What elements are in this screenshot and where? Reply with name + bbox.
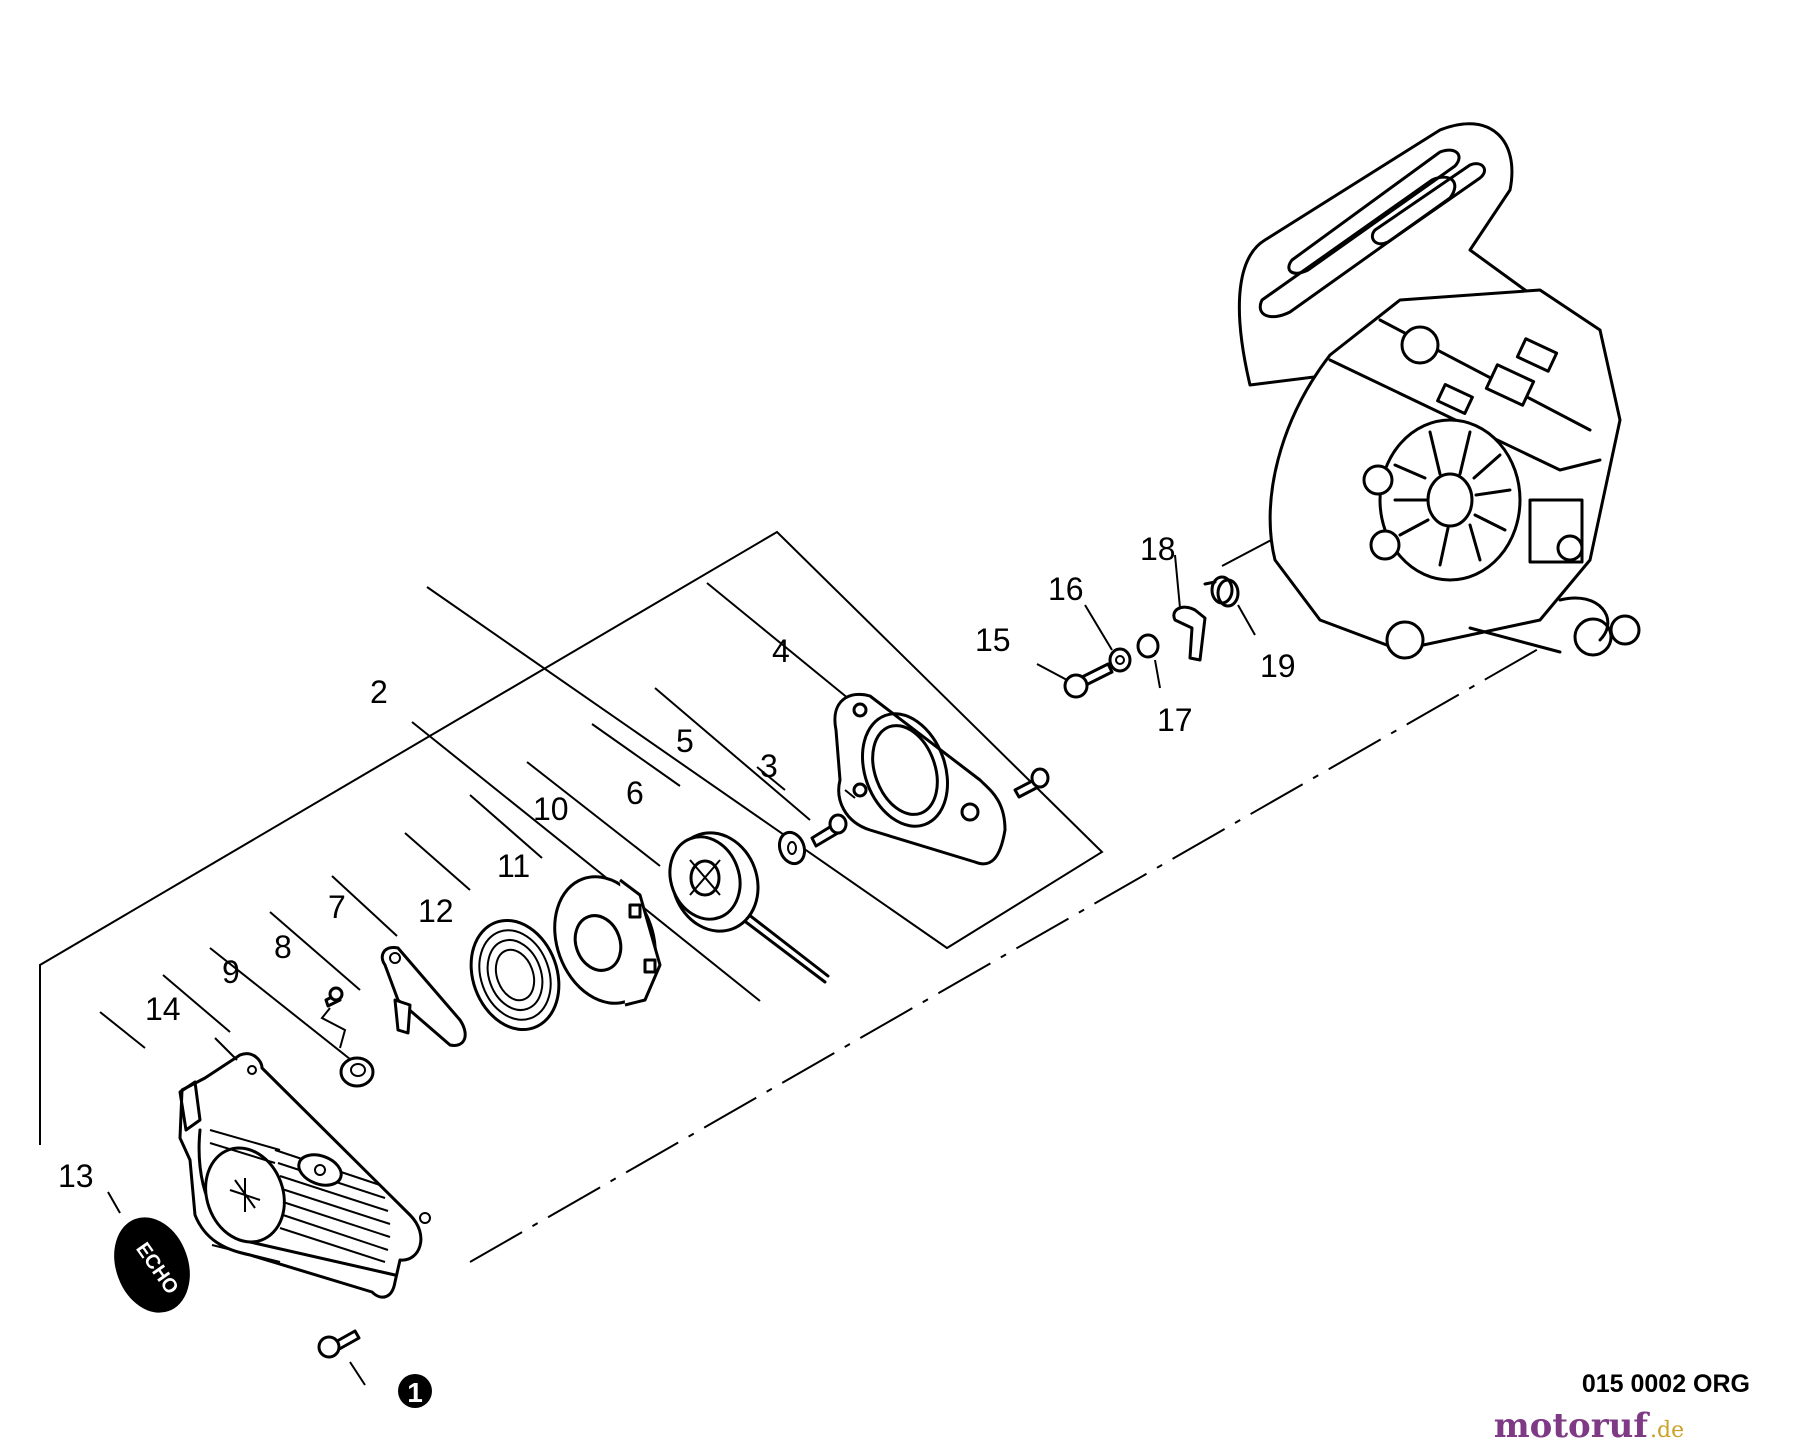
- part-18-latch: [1172, 605, 1207, 662]
- part-4-plate: [833, 692, 1007, 866]
- part-label-5: 5: [676, 723, 694, 759]
- drawing-code: 015 0002 ORG: [1582, 1370, 1750, 1398]
- part-label-14: 14: [145, 991, 181, 1027]
- part-8-screw: [320, 986, 347, 1049]
- part-6-pulley: [668, 831, 830, 984]
- part-label-6: 6: [626, 775, 644, 811]
- part-4-screw: [1013, 767, 1050, 799]
- watermark-main: motoruf: [1494, 1406, 1651, 1444]
- part-label-18: 18: [1140, 531, 1176, 567]
- watermark-logo: motoruf .de: [1494, 1406, 1684, 1444]
- part-14-cover: [178, 1052, 431, 1299]
- part-label-17: 17: [1157, 702, 1193, 738]
- part-9-ring: [339, 1056, 375, 1088]
- part-label-7: 7: [328, 889, 346, 925]
- part-19-spring: [1203, 575, 1240, 608]
- label-1-badge: 1: [398, 1374, 432, 1408]
- group-bracket-2: [39, 530, 1104, 1145]
- part-label-3: 3: [760, 748, 778, 784]
- part-3-screw: [810, 813, 848, 848]
- part-label-8: 8: [274, 929, 292, 965]
- part-1-screw: [317, 1329, 361, 1359]
- part-label-1: 1: [407, 1377, 423, 1408]
- part-11-housing: [553, 875, 662, 1007]
- part-label-13: 13: [58, 1158, 94, 1194]
- watermark-suffix: .de: [1650, 1418, 1684, 1443]
- group-bracket-2-inner: [411, 721, 761, 1002]
- part-label-16: 16: [1048, 571, 1084, 607]
- engine-axis-lower: [469, 647, 1541, 1263]
- part-15-screw: [1063, 662, 1114, 699]
- part-label-2: 2: [370, 674, 388, 710]
- part-label-9: 9: [222, 954, 240, 990]
- part-label-4: 4: [772, 633, 790, 669]
- bracket-leaders: [99, 582, 861, 1068]
- part-12-spring: [469, 918, 561, 1032]
- part-label-11: 11: [497, 848, 530, 884]
- part-label-10: 10: [533, 791, 569, 827]
- chainsaw-powerhead: [1237, 122, 1641, 660]
- part-13-echo-decal: ECHO: [114, 1217, 190, 1313]
- part-7-handle: [380, 945, 467, 1047]
- part-label-12: 12: [418, 893, 454, 929]
- label-leaders: [107, 554, 1256, 1386]
- part-17-collar: [1136, 633, 1160, 659]
- part-labels: 1 2 3 4 5 6 7 8 9 10 11 12 13 14 15 16 1…: [58, 531, 1296, 1408]
- part-5-washer: [777, 830, 807, 866]
- part-label-15: 15: [975, 622, 1011, 658]
- part-16-washer: [1108, 647, 1132, 673]
- part-label-19: 19: [1260, 648, 1296, 684]
- svg-text:motoruf: motoruf: [1494, 1406, 1651, 1444]
